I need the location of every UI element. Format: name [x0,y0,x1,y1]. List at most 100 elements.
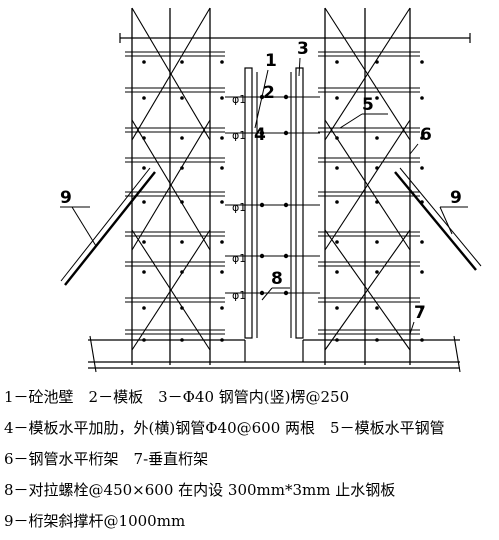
scaffold-joint [335,60,339,64]
scaffold-joint [142,338,146,342]
legend-line-2: 4－模板水平加肋，外(横)钢管Φ40@600 两根 5－模板水平钢管 [4,419,445,437]
scaffold-joint [142,240,146,244]
scaffold-joint [335,270,339,274]
left-brace [131,119,211,251]
pipe-mark-3: φ1 [232,201,246,214]
pipe-mark-4: φ1 [232,252,246,265]
scaffold-joint [375,306,379,310]
callout-1: 1 [265,51,277,71]
scaffold-joint [142,136,146,140]
diagonal-prop-right [394,171,477,271]
left-formwork-panel [244,67,253,339]
diagonal-prop-left-edge [60,167,151,282]
scaffold-joint [220,60,224,64]
scaffold-joint [142,166,146,170]
scaffold-joint [335,200,339,204]
legend-line-1: 1－砼池壁 2－模板 3－Φ40 钢管内(竖)楞@250 [4,388,350,406]
scaffold-joint [375,96,379,100]
scaffold-joint [142,60,146,64]
scaffold-joint [142,270,146,274]
scaffold-joint [420,166,424,170]
scaffold-joint [142,96,146,100]
callout-2: 2 [263,83,275,103]
scaffold-joint [420,96,424,100]
break-mark-left [89,335,97,373]
scaffold-joint [335,338,339,342]
scaffold-joint [180,240,184,244]
leader-8 [261,287,273,301]
scaffold-joint [220,136,224,140]
tie-bolt-joint [259,253,265,259]
diagonal-prop-right-edge [399,167,482,267]
scaffold-joint [375,166,379,170]
scaffold-joint [220,96,224,100]
scaffold-joint [142,200,146,204]
tie-bolt-joint [259,130,265,136]
scaffold-joint [335,166,339,170]
left-brace [131,7,211,141]
tie-bolt-joint [283,130,289,136]
scaffold-joint [335,240,339,244]
tie-bolt-joint [283,94,289,100]
scaffold-joint [420,60,424,64]
scaffold-joint [220,240,224,244]
diagonal-prop-left [64,171,156,286]
scaffold-joint [142,306,146,310]
scaffold-joint [180,270,184,274]
callout-3: 3 [297,39,309,59]
legend-line-4: 8－对拉螺栓@450×600 在内设 300mm*3mm 止水钢板 [4,481,396,499]
scaffold-joint [375,200,379,204]
tie-bolt-joint [283,253,289,259]
legend: 1－砼池壁 2－模板 3－Φ40 钢管内(竖)楞@250 4－模板水平加肋，外(… [4,382,496,537]
scaffold-joint [335,306,339,310]
scaffold-joint [420,240,424,244]
leader-5 [339,113,363,129]
scaffold-joint [180,96,184,100]
leader-3 [298,57,301,77]
left-brace [131,229,211,351]
tie-bolt-joint [259,290,265,296]
callout-6: 6 [420,125,432,145]
scaffold-joints [142,60,424,342]
legend-line-5: 9－桁架斜撑杆@1000mm [4,512,186,530]
legend-line-3: 6－钢管水平桁架 7-垂直桁架 [4,450,209,468]
scaffold-joint [180,166,184,170]
right-brace [324,7,411,141]
scaffold-lines [60,7,482,373]
scaffold-joint [420,200,424,204]
scaffold-joint [420,306,424,310]
scaffold-joint [375,136,379,140]
tie-bolt-joint [259,94,265,100]
scaffold-joint [420,136,424,140]
callout-9-left: 9 [60,188,72,208]
callout-7: 7 [414,303,426,323]
leader-6 [409,143,419,155]
right-formwork-panel [295,67,304,339]
scaffold-joint [180,136,184,140]
scaffold-joint [220,306,224,310]
scaffold-joint [220,270,224,274]
scaffold-joint [180,306,184,310]
tie-bolt-joint [259,202,265,208]
scaffold-joint [375,338,379,342]
scaffold-joint [375,270,379,274]
leader-9-left [71,206,97,247]
leader-9-right [439,206,453,235]
leader-7 [409,321,415,335]
right-brace [324,119,411,251]
pipe-mark-1: φ1 [232,93,246,106]
callout-5: 5 [362,95,374,115]
pipe-mark-2: φ1 [232,129,246,142]
break-mark-right [453,335,461,373]
scaffold-joint [180,200,184,204]
callout-8: 8 [271,269,283,289]
scaffold-joint [180,60,184,64]
scaffold-joint [375,240,379,244]
scaffold-joint [220,338,224,342]
scaffold-joint [220,166,224,170]
tie-bolt-joint [283,290,289,296]
scaffold-joint [420,270,424,274]
scaffold-joint [375,60,379,64]
scaffold-joint [335,136,339,140]
callout-9-right: 9 [450,188,462,208]
